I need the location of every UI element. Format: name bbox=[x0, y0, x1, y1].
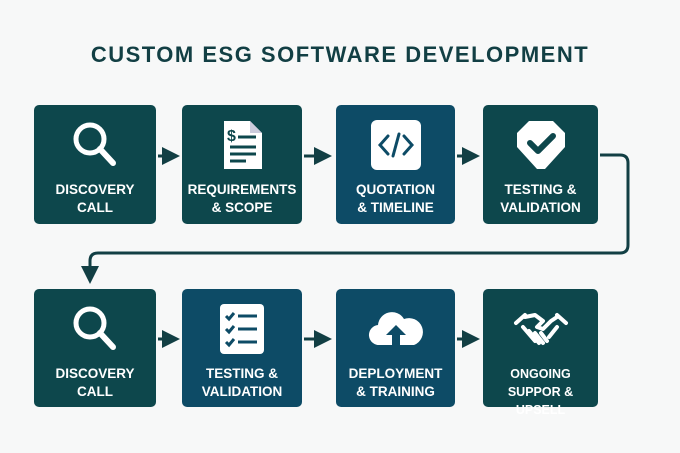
step-label-line2: CALL bbox=[77, 200, 113, 215]
shield-check-icon bbox=[516, 121, 565, 169]
step-ongoing-support-upsell: ONGOING SUPPOR & UPSELL bbox=[483, 289, 598, 417]
cloud-upload-icon bbox=[368, 312, 423, 347]
step-label-line2: SUPPOR & UPSELL bbox=[507, 385, 574, 417]
svg-text:$: $ bbox=[227, 128, 236, 145]
step-quotation-timeline: QUOTATION & TIMELINE bbox=[336, 105, 455, 224]
step-testing-validation: TESTING & VALIDATION bbox=[483, 105, 598, 224]
step-label-line1: DEPLOYMENT bbox=[348, 366, 443, 381]
step-label-line2: VALIDATION bbox=[500, 200, 581, 215]
step-label-line1: QUOTATION bbox=[356, 182, 435, 197]
step-label-line1: DISCOVERY bbox=[55, 182, 135, 197]
step-label-line1: TESTING & bbox=[205, 366, 278, 381]
magnifier-icon bbox=[73, 122, 116, 166]
step-discovery-call: DISCOVERY CALL bbox=[34, 105, 156, 224]
step-label-line2: & TRAINING bbox=[356, 384, 435, 399]
step-label-line2: VALIDATION bbox=[201, 384, 283, 399]
step-discovery-call-2: DISCOVERY CALL bbox=[34, 289, 156, 407]
page-title: CUSTOM ESG SOFTWARE DEVELOPMENT bbox=[90, 42, 590, 67]
checklist-icon bbox=[220, 304, 264, 354]
step-requirements-scope: $ REQUIREMENTS & SCOPE bbox=[182, 105, 302, 224]
step-label-line1: REQUIREMENTS bbox=[187, 182, 297, 197]
step-testing-validation-2: TESTING & VALIDATION bbox=[182, 289, 302, 407]
step-label-line1: TESTING & bbox=[504, 182, 577, 197]
step-deployment-training: DEPLOYMENT & TRAINING bbox=[336, 289, 455, 407]
magnifier-icon bbox=[73, 306, 116, 350]
step-label-line1: ONGOING bbox=[510, 367, 571, 381]
handshake-icon bbox=[513, 313, 568, 345]
code-icon bbox=[370, 120, 421, 170]
invoice-document-icon: $ bbox=[224, 121, 262, 169]
arrow-row-wrap bbox=[81, 153, 630, 284]
step-label-line2: & TIMELINE bbox=[357, 200, 434, 215]
step-label-line1: DISCOVERY bbox=[55, 366, 135, 381]
step-label-line2: CALL bbox=[77, 384, 113, 399]
step-label-line2: & SCOPE bbox=[211, 200, 273, 215]
